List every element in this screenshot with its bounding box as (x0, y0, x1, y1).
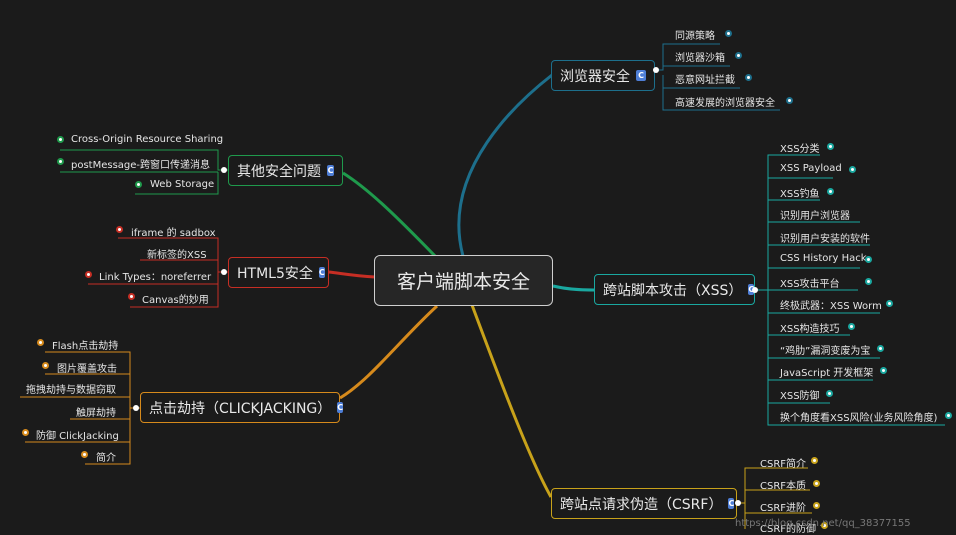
watermark: https://blog.csdn.net/qq_38377155 (735, 518, 911, 529)
note-icon[interactable]: C (728, 498, 735, 509)
note-icon[interactable]: C (748, 284, 755, 295)
branch-other-security[interactable]: 其他安全问题 C (228, 155, 343, 186)
expand-icon[interactable] (813, 502, 820, 509)
leaf-browser-3[interactable]: 高速发展的浏览器安全 (675, 98, 775, 109)
expand-icon[interactable] (813, 480, 820, 487)
leaf-xss-10[interactable]: JavaScript 开发框架 (780, 368, 874, 379)
browser-sublines (655, 43, 780, 111)
branch-csrf[interactable]: 跨站点请求伪造（CSRF） C (551, 488, 737, 519)
branch-browser-security[interactable]: 浏览器安全 C (551, 60, 655, 91)
leaf-xss-3[interactable]: 识别用户浏览器 (780, 211, 850, 222)
expand-icon[interactable] (57, 136, 64, 143)
connector-dot (752, 287, 758, 293)
expand-icon[interactable] (827, 188, 834, 195)
expand-icon[interactable] (735, 52, 742, 59)
expand-icon[interactable] (811, 457, 818, 464)
leaf-xss-11[interactable]: XSS防御 (780, 391, 820, 402)
leaf-xss-5[interactable]: CSS History Hack (780, 253, 867, 264)
connector-dot (653, 67, 659, 73)
expand-icon[interactable] (865, 256, 872, 263)
leaf-xss-4[interactable]: 识别用户安装的软件 (780, 234, 870, 245)
branch-clickjacking[interactable]: 点击劫持（CLICKJACKING） C (140, 392, 344, 423)
leaf-html5-1[interactable]: 新标签的XSS (147, 250, 207, 261)
branch-label: 跨站脚本攻击（XSS） (603, 282, 743, 299)
expand-icon[interactable] (725, 30, 732, 37)
branch-label: 跨站点请求伪造（CSRF） (560, 496, 723, 513)
connector-dot (133, 405, 139, 411)
note-icon[interactable]: C (318, 267, 325, 278)
expand-icon[interactable] (865, 278, 872, 285)
leaf-html5-3[interactable]: Canvas的妙用 (142, 295, 209, 306)
expand-icon[interactable] (821, 522, 828, 529)
branch-label: HTML5安全 (237, 265, 313, 282)
leaf-browser-2[interactable]: 恶意网址拦截 (675, 75, 735, 86)
leaf-clickjacking-2[interactable]: 拖拽劫持与数据窃取 (26, 385, 116, 396)
branch-label: 浏览器安全 (560, 68, 630, 85)
expand-icon[interactable] (85, 271, 92, 278)
note-icon[interactable]: C (636, 70, 646, 81)
xss-sublines (755, 154, 945, 426)
leaf-html5-2[interactable]: Link Types：noreferrer (99, 272, 212, 283)
connector-dot (221, 167, 227, 173)
connector-dot (221, 269, 227, 275)
expand-icon[interactable] (786, 97, 793, 104)
leaf-clickjacking-3[interactable]: 触屏劫持 (76, 408, 116, 419)
note-icon[interactable]: C (337, 402, 344, 413)
leaf-csrf-2[interactable]: CSRF进阶 (760, 503, 807, 514)
leaf-xss-7[interactable]: 终极武器：XSS Worm (780, 301, 882, 312)
expand-icon[interactable] (135, 181, 142, 188)
leaf-other-1[interactable]: postMessage-跨窗口传递消息 (71, 160, 211, 171)
edge-clickjacking (339, 304, 439, 400)
leaf-clickjacking-0[interactable]: Flash点击劫持 (52, 341, 119, 352)
central-topic-label: 客户端脚本安全 (396, 271, 530, 293)
leaf-browser-1[interactable]: 浏览器沙箱 (675, 53, 725, 64)
leaf-xss-0[interactable]: XSS分类 (780, 144, 820, 155)
expand-icon[interactable] (849, 166, 856, 173)
central-topic[interactable]: 客户端脚本安全 (374, 255, 553, 306)
expand-icon[interactable] (826, 390, 833, 397)
leaf-xss-12[interactable]: 换个角度看XSS风险(业务风险角度) (780, 413, 938, 424)
expand-icon[interactable] (81, 451, 88, 458)
branch-label: 点击劫持（CLICKJACKING） (149, 400, 332, 417)
leaf-clickjacking-4[interactable]: 防御 ClickJacking (36, 431, 119, 442)
leaf-csrf-0[interactable]: CSRF简介 (760, 459, 807, 470)
expand-icon[interactable] (848, 323, 855, 330)
leaf-browser-0[interactable]: 同源策略 (675, 31, 715, 42)
expand-icon[interactable] (116, 226, 123, 233)
expand-icon[interactable] (886, 300, 893, 307)
leaf-csrf-1[interactable]: CSRF本质 (760, 481, 807, 492)
leaf-xss-8[interactable]: XSS构造技巧 (780, 324, 840, 335)
leaf-other-2[interactable]: Web Storage (150, 179, 215, 190)
leaf-clickjacking-1[interactable]: 图片覆盖攻击 (57, 364, 117, 375)
expand-icon[interactable] (42, 362, 49, 369)
leaf-clickjacking-5[interactable]: 简介 (96, 453, 116, 464)
note-icon[interactable]: C (327, 165, 334, 176)
expand-icon[interactable] (880, 367, 887, 374)
edge-other (342, 171, 438, 259)
leaf-other-0[interactable]: Cross-Origin Resource Sharing (71, 134, 224, 145)
branch-xss[interactable]: 跨站脚本攻击（XSS） C (594, 274, 755, 305)
edge-html5 (328, 270, 376, 279)
expand-icon[interactable] (827, 143, 834, 150)
expand-icon[interactable] (945, 412, 952, 419)
leaf-xss-1[interactable]: XSS Payload (780, 163, 842, 174)
leaf-html5-0[interactable]: iframe 的 sadbox (131, 228, 216, 239)
branch-label: 其他安全问题 (237, 163, 321, 180)
edge-browser (457, 73, 553, 257)
leaf-xss-9[interactable]: “鸡肋”漏洞变废为宝 (780, 346, 871, 357)
leaf-xss-2[interactable]: XSS钓鱼 (780, 189, 820, 200)
branch-html5[interactable]: HTML5安全 C (228, 257, 329, 288)
expand-icon[interactable] (57, 158, 64, 165)
expand-icon[interactable] (22, 429, 29, 436)
edge-csrf (470, 304, 553, 498)
connector-dot (735, 500, 741, 506)
leaf-xss-6[interactable]: XSS攻击平台 (780, 279, 840, 290)
expand-icon[interactable] (37, 339, 44, 346)
csrf-sublines (737, 467, 812, 529)
expand-icon[interactable] (877, 345, 884, 352)
expand-icon[interactable] (745, 74, 752, 81)
expand-icon[interactable] (128, 293, 135, 300)
edge-xss (552, 284, 595, 292)
